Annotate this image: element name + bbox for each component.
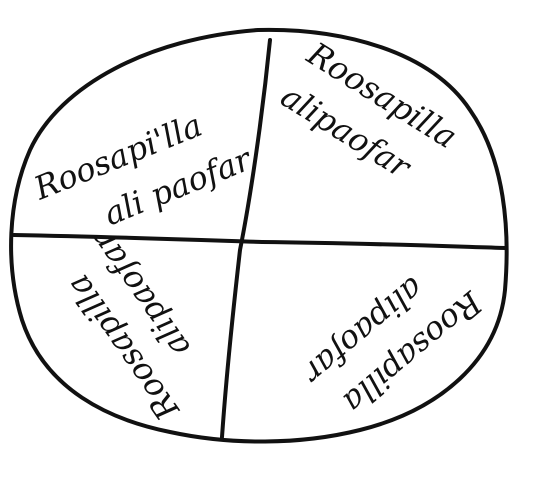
quadrant-bottom-left: Roosapilla alipaofar [59, 223, 198, 428]
outer-ellipse [9, 27, 509, 444]
quadrant-top-left: Roosapi'lla ali paofar [28, 106, 258, 233]
quadrant-bottom-right: Roosapilla alipaofar [295, 270, 490, 422]
quadrant-top-right: Roosapilla alipaofar [274, 34, 463, 187]
horizontal-divider [12, 233, 508, 250]
vertical-divider [220, 38, 272, 439]
